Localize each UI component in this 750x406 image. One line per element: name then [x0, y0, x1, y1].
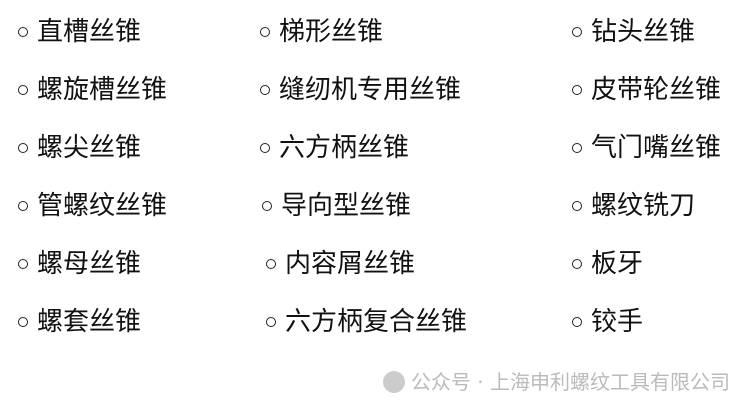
list-item-label: 缝纫机专用丝锥 [279, 75, 462, 105]
list-item: 导向型丝锥 [262, 193, 411, 219]
bullet-circle-icon [266, 259, 276, 269]
list-item: 六方柄丝锥 [260, 135, 409, 161]
bullet-circle-icon [18, 201, 28, 211]
list-item: 螺纹铣刀 [572, 193, 695, 219]
bullet-circle-icon [266, 317, 276, 327]
list-item: 管螺纹丝锥 [18, 193, 167, 219]
bullet-circle-icon [18, 85, 28, 95]
bullet-circle-icon [18, 143, 28, 153]
watermark-text: 公众号 · 上海申利螺纹工具有限公司 [410, 370, 730, 394]
list-item: 气门嘴丝锥 [572, 135, 721, 161]
list-item: 螺母丝锥 [18, 251, 141, 277]
list-item-label: 板牙 [591, 249, 644, 279]
list-item: 板牙 [572, 251, 643, 277]
list-item: 皮带轮丝锥 [572, 77, 721, 103]
bullet-circle-icon [572, 201, 582, 211]
bullet-circle-icon [572, 85, 582, 95]
bullet-circle-icon [260, 143, 270, 153]
list-item: 六方柄复合丝锥 [266, 309, 467, 335]
list-item: 缝纫机专用丝锥 [260, 77, 461, 103]
list-item-label: 六方柄丝锥 [279, 133, 410, 163]
list-item: 螺套丝锥 [18, 309, 141, 335]
bullet-circle-icon [572, 317, 582, 327]
list-item-label: 螺母丝锥 [37, 249, 142, 279]
list-item: 内容屑丝锥 [266, 251, 415, 277]
list-item-label: 管螺纹丝锥 [37, 191, 168, 221]
bullet-circle-icon [18, 259, 28, 269]
bullet-circle-icon [572, 259, 582, 269]
list-item-label: 六方柄复合丝锥 [285, 307, 468, 337]
bullet-circle-icon [18, 27, 28, 37]
list-item: 钻头丝锥 [572, 19, 695, 45]
list-item: 梯形丝锥 [260, 19, 383, 45]
watermark: 公众号 · 上海申利螺纹工具有限公司 [382, 370, 730, 394]
list-item-label: 钻头丝锥 [591, 17, 696, 47]
bullet-circle-icon [572, 27, 582, 37]
list-item-label: 直槽丝锥 [37, 17, 142, 47]
list-item: 螺尖丝锥 [18, 135, 141, 161]
list-item-label: 螺套丝锥 [37, 307, 142, 337]
list-item-label: 螺旋槽丝锥 [37, 75, 168, 105]
bullet-circle-icon [572, 143, 582, 153]
list-item-label: 皮带轮丝锥 [591, 75, 722, 105]
bullet-circle-icon [18, 317, 28, 327]
list-item-label: 螺纹铣刀 [591, 191, 696, 221]
bullet-circle-icon [262, 201, 272, 211]
list-item: 螺旋槽丝锥 [18, 77, 167, 103]
wechat-logo-icon [382, 371, 405, 393]
list-item: 铰手 [572, 309, 643, 335]
bullet-circle-icon [260, 85, 270, 95]
bullet-circle-icon [260, 27, 270, 37]
list-item-label: 梯形丝锥 [279, 17, 384, 47]
list-item-label: 螺尖丝锥 [37, 133, 142, 163]
list-item-label: 铰手 [591, 307, 644, 337]
list-item: 直槽丝锥 [18, 19, 141, 45]
list-item-label: 内容屑丝锥 [285, 249, 416, 279]
list-item-label: 导向型丝锥 [281, 191, 412, 221]
list-item-label: 气门嘴丝锥 [591, 133, 722, 163]
